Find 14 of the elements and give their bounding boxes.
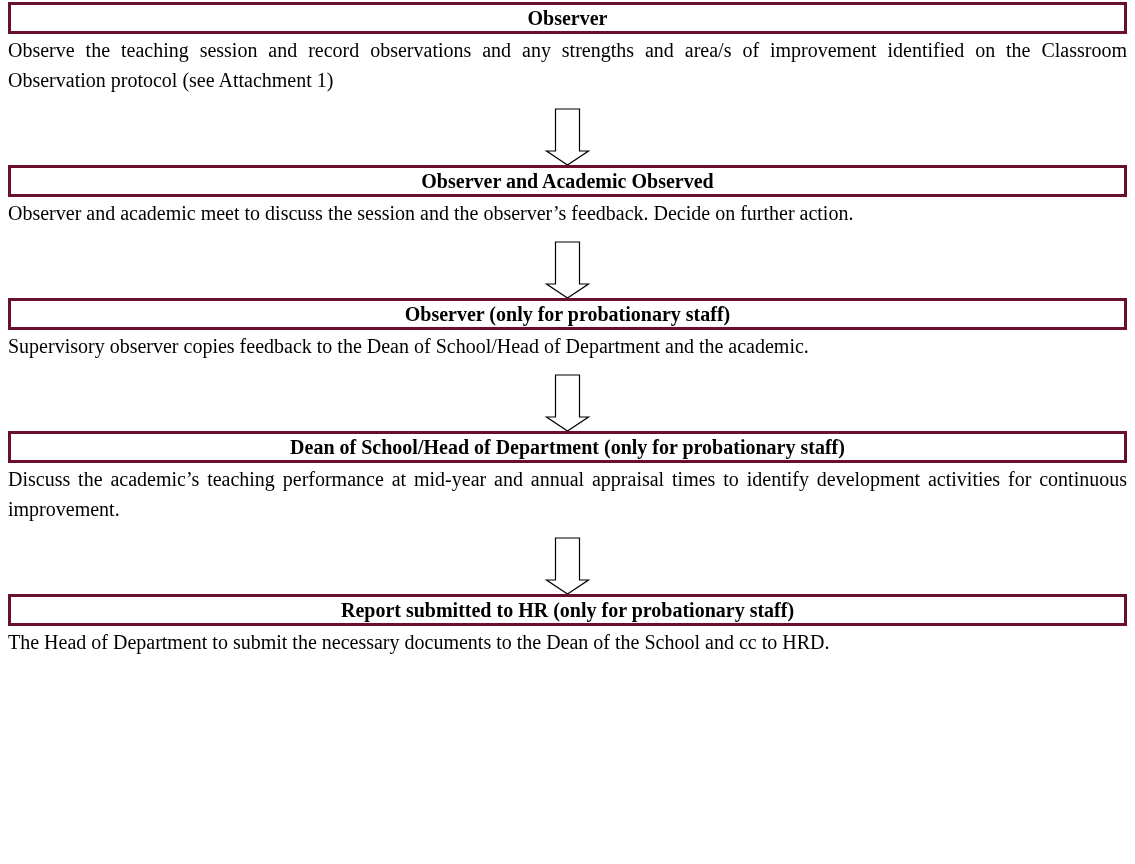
step-description: The Head of Department to submit the necessary documents to the Dean of the School and cc to HRD. [8, 630, 831, 656]
block-arrow [544, 374, 591, 432]
step-header-box: Observer [8, 2, 1127, 34]
step-description: Discuss the academic’s teaching performance at mid-year and annual appraisal times to identify development activities for continuous improvement. [8, 467, 1127, 523]
step-header-box: Dean of School/Head of Department (only for probationary staff) [8, 431, 1127, 463]
step-header-box: Report submitted to HR (only for probationary staff) [8, 594, 1127, 626]
step-description: Supervisory observer copies feedback to the Dean of School/Head of Department and the academic. [8, 334, 810, 360]
step-description: Observe the teaching session and record observations and any strengths and area/s of improvement identified on the Classroom Observation protocol (see Attachment 1) [8, 38, 1127, 94]
block-arrow [544, 537, 591, 595]
step-description: Observer and academic meet to discuss the session and the observer’s feedback. Decide on further action. [8, 201, 855, 226]
block-arrow [544, 108, 591, 166]
step-header-box: Observer (only for probationary staff) [8, 298, 1127, 330]
block-arrow [544, 241, 591, 299]
step-header-box: Observer and Academic Observed [8, 165, 1127, 197]
